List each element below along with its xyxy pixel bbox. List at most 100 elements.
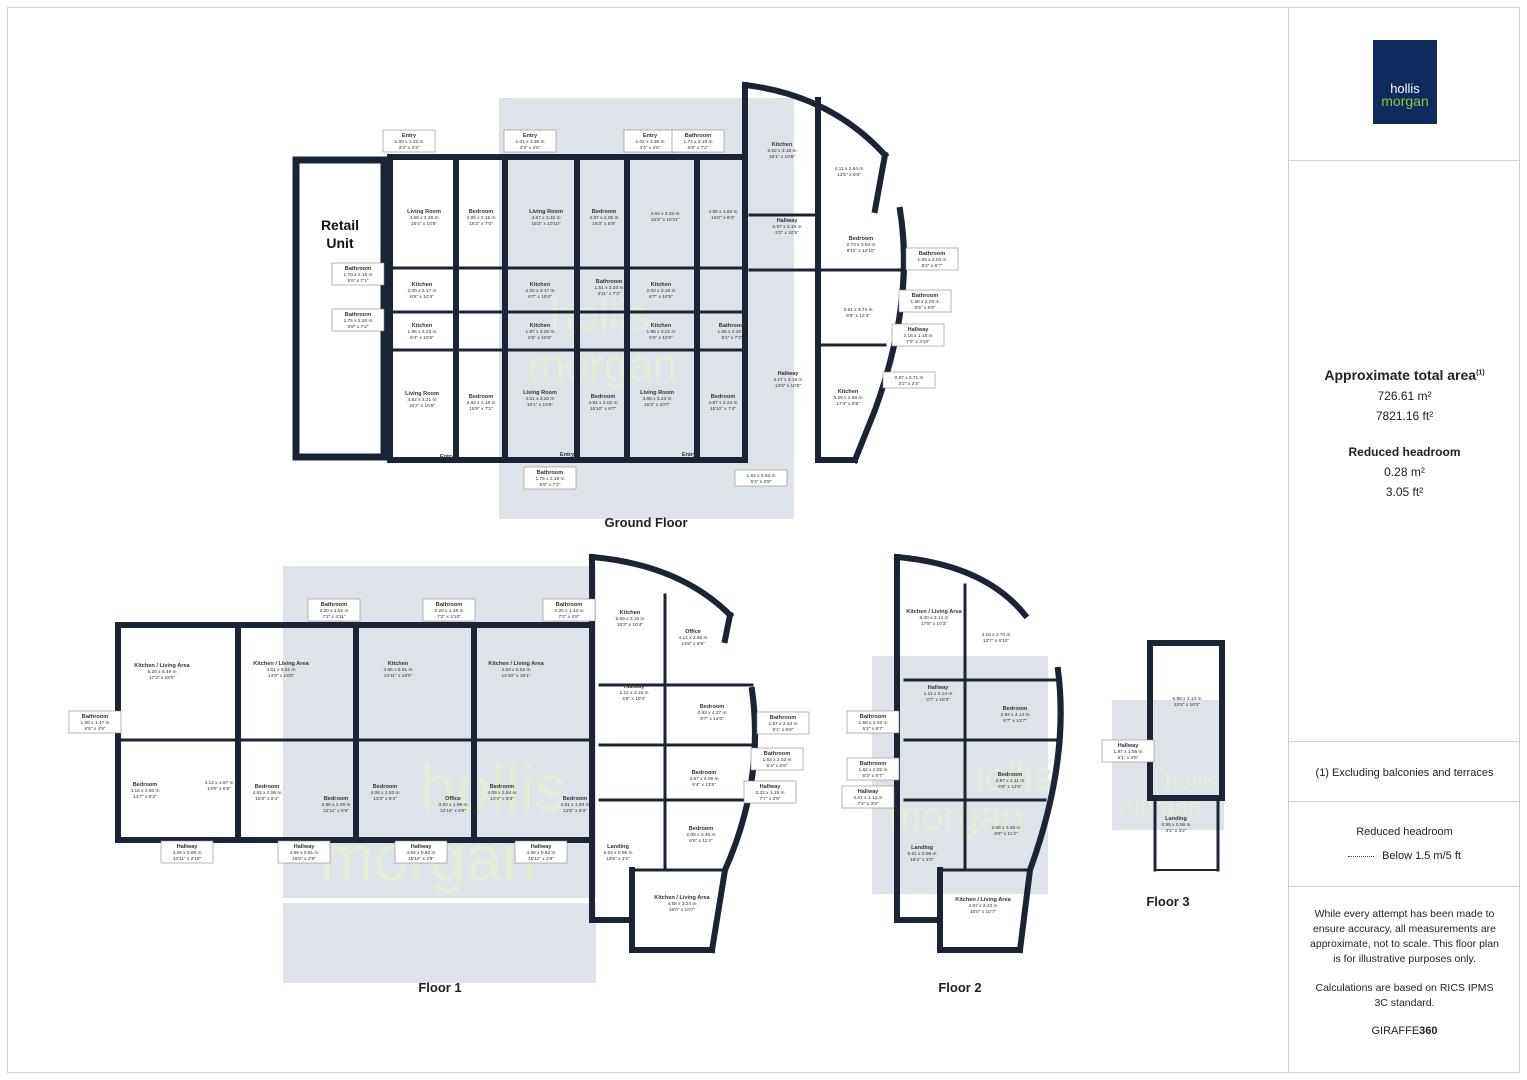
room-dimension: 5.26 x 5.49 m (147, 669, 176, 675)
room-dimension: 3'7" x 10'3" (926, 697, 950, 703)
room-name: Landing (911, 845, 933, 851)
room-dimension: 2.20 x 1.48 m (434, 608, 463, 614)
area-summary: Approximate total area(1) 726.61 m² 7821… (1289, 160, 1520, 742)
room-label-ground-41: 1.64 x 0.83 m5'4" x 2'8" (734, 469, 788, 487)
room-dimension: 3.95 x 2.00 m (321, 802, 350, 808)
svg-text:hollis: hollis (962, 755, 1053, 799)
room-name: Kitchen (388, 661, 409, 667)
room-dimension: 2.93 x 4.14 m (1000, 712, 1029, 718)
room-name: Bedroom (373, 784, 398, 790)
room-name: Hallway (624, 684, 646, 690)
room-name: Kitchen / Living Area (955, 897, 1011, 903)
room-dimension: 0.97 x 0.71 m (894, 375, 923, 381)
room-dimension: 6'5" x 10'6" (528, 335, 552, 341)
walls (115, 81, 1225, 954)
room-name: Hallway (858, 789, 880, 795)
room-dimension: 5'4" x 6'8" (767, 763, 788, 769)
room-name: Living Room (523, 390, 557, 396)
room-dimension: 4.84 x 0.83 m (406, 850, 435, 856)
room-dimension: 5'8" x 7'2" (540, 482, 561, 488)
room-dimension: 4.13 x 1.97 m (204, 780, 233, 786)
room-dimension: 3.93 x 1.99 m (438, 802, 467, 808)
room-dimension: 4.06 x 2.53 m (370, 790, 399, 796)
room-dimension: 7'7" x 3'9" (760, 796, 781, 802)
room-name: Bedroom (700, 704, 725, 710)
room-name: Kitchen (530, 282, 551, 288)
room-dimension: 13'7" x 8'2" (133, 794, 157, 800)
room-dimension: 1.70 x 2.18 m (343, 272, 372, 278)
room-dimension: 3'2" x 2'3" (899, 381, 920, 387)
room-dimension: 13'3" x 8'3" (373, 796, 397, 802)
room-dimension: 3'3" x 4'5" (520, 145, 541, 151)
room-dimension: 17'4" x 8'5" (836, 401, 860, 407)
room-dimension: 1.87 x 1.05 m (1113, 749, 1142, 755)
room-dimension: 1.63 x 2.03 m (762, 757, 791, 763)
room-name: Kitchen / Living Area (253, 661, 309, 667)
room-dimension: 4.97 x 2.05 m (589, 215, 618, 221)
legend-text: Below 1.5 m/5 ft (1382, 850, 1461, 862)
room-dimension: 4'11" x 7'3" (597, 291, 621, 297)
room-dimension: 15'9" x 8'4" (255, 796, 279, 802)
room-name: Bedroom (1003, 706, 1028, 712)
room-name: Living Room (405, 391, 439, 397)
room-dimension: 9'6" x 12'3" (846, 313, 870, 319)
room-dimension: 5.29 x 2.58 m (833, 395, 862, 401)
room-dimension: 1.95 x 3.21 m (646, 329, 675, 335)
room-dimension: 12'5" x 6'3" (563, 808, 587, 814)
room-name: Bedroom (324, 796, 349, 802)
legend-title: Reduced headroom (1356, 826, 1453, 838)
room-dimension: 4.66 x 3.23 m (642, 396, 671, 402)
room-dimension: 1.02 x 1.35 m (635, 139, 664, 145)
room-name: Hallway (908, 327, 930, 333)
room-name: Kitchen (530, 323, 551, 329)
room-dimension: 5'4" x 2'8" (751, 479, 772, 485)
room-dimension: 2.00 x 3.17 m (407, 288, 436, 294)
room-name: Bathroom (912, 293, 938, 299)
room-name: Bathroom (82, 714, 108, 720)
room-dimension: 16'0" x 2'8" (292, 856, 316, 862)
area-footnote-mark: (1) (1476, 369, 1485, 377)
ground-floor-label: Ground Floor (604, 515, 687, 530)
room-dimension: 1.01 x 1.35 m (515, 139, 544, 145)
room-name: Bathroom (556, 602, 582, 608)
room-dimension: 15'0" x 10'7" (970, 909, 997, 915)
room-name: Landing (1165, 816, 1187, 822)
footnote-section: (1) Excluding balconies and terraces (1289, 741, 1520, 802)
room-dimension: 7'2" x 4'10" (437, 614, 461, 620)
room-name: Hallway (777, 218, 799, 224)
room-dimension: 15'11" x 7'4" (710, 406, 736, 412)
room-name: Bathroom (764, 751, 790, 757)
floor2-label: Floor 2 (938, 980, 981, 995)
room-dimension: 3'1" x 3'2" (1166, 828, 1187, 834)
room-dimension: 4.64 x 3.33 m (650, 211, 679, 217)
room-dimension: 5'2" x 6'7" (863, 726, 884, 732)
area-title: Approximate total area (1324, 367, 1477, 383)
room-dimension: 15'4" x 10'9" (411, 221, 438, 227)
room-dimension: 5'2" x 6'7" (922, 263, 943, 269)
room-dimension: 4.67 x 3.32 m (531, 215, 560, 221)
legend-section: Reduced headroom Below 1.5 m/5 ft (1289, 801, 1520, 887)
room-dimension: 0.97 x 3.18 m (772, 224, 801, 230)
dotted-line-icon (1348, 855, 1375, 857)
